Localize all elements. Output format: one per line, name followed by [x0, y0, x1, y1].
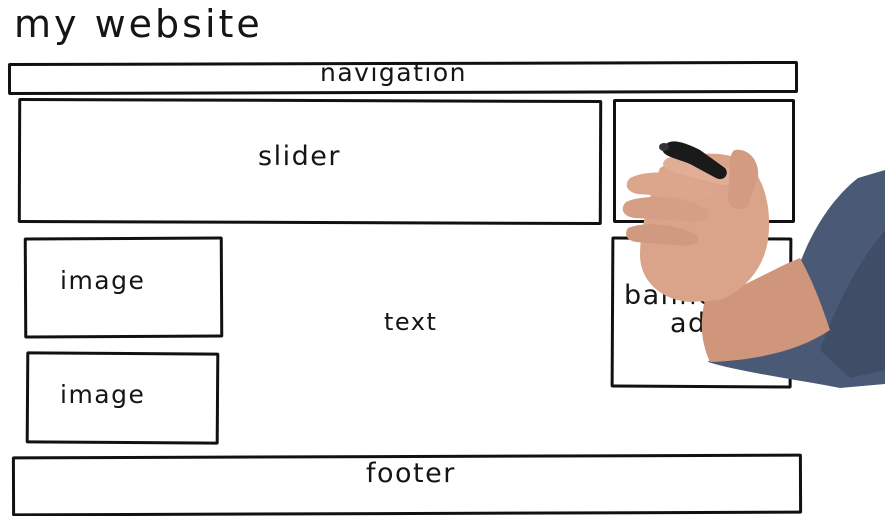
- image-label-1: image: [60, 266, 146, 295]
- finger-ring: [622, 196, 709, 222]
- finger-little: [626, 224, 699, 246]
- footer-label: footer: [366, 458, 456, 489]
- slider-label: slider: [258, 141, 341, 172]
- image-label-2: image: [60, 380, 146, 409]
- thumb: [727, 149, 759, 210]
- hand-with-marker: [622, 141, 885, 388]
- text-label: text: [384, 308, 438, 336]
- finger-middle: [626, 172, 713, 200]
- navigation-label: navigation: [320, 58, 467, 87]
- arm-skin: [701, 258, 830, 362]
- page-title: my website: [14, 2, 263, 46]
- marker-tip: [659, 143, 669, 151]
- sleeve-shade: [820, 230, 885, 378]
- marker-pen: [662, 141, 727, 180]
- banner-ad-label-line2: ad: [670, 308, 707, 339]
